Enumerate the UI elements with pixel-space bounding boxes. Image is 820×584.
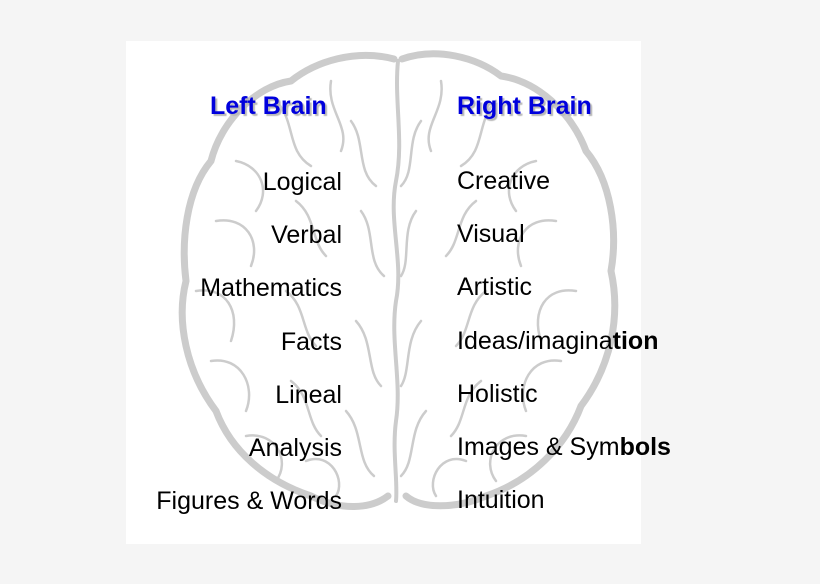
list-item: Analysis [248,434,342,462]
list-item: Logical [262,168,342,196]
list-item: Holistic [457,380,538,408]
right-brain-heading: Right Brain [457,92,592,120]
list-item: Ideas/imagination [457,327,659,355]
list-item: Lineal [275,381,342,409]
list-item: Artistic [457,273,532,301]
list-item: Facts [280,328,342,356]
left-brain-heading: Left Brain [210,92,327,120]
list-item: Verbal [271,221,342,249]
list-item: Figures & Words [156,487,342,515]
list-item: Visual [457,220,525,248]
brain-outline-icon [178,50,619,510]
list-item: Intuition [457,486,545,514]
list-item: Images & Symbols [457,433,671,461]
list-item: Mathematics [200,274,342,302]
list-item: Creative [457,167,551,195]
